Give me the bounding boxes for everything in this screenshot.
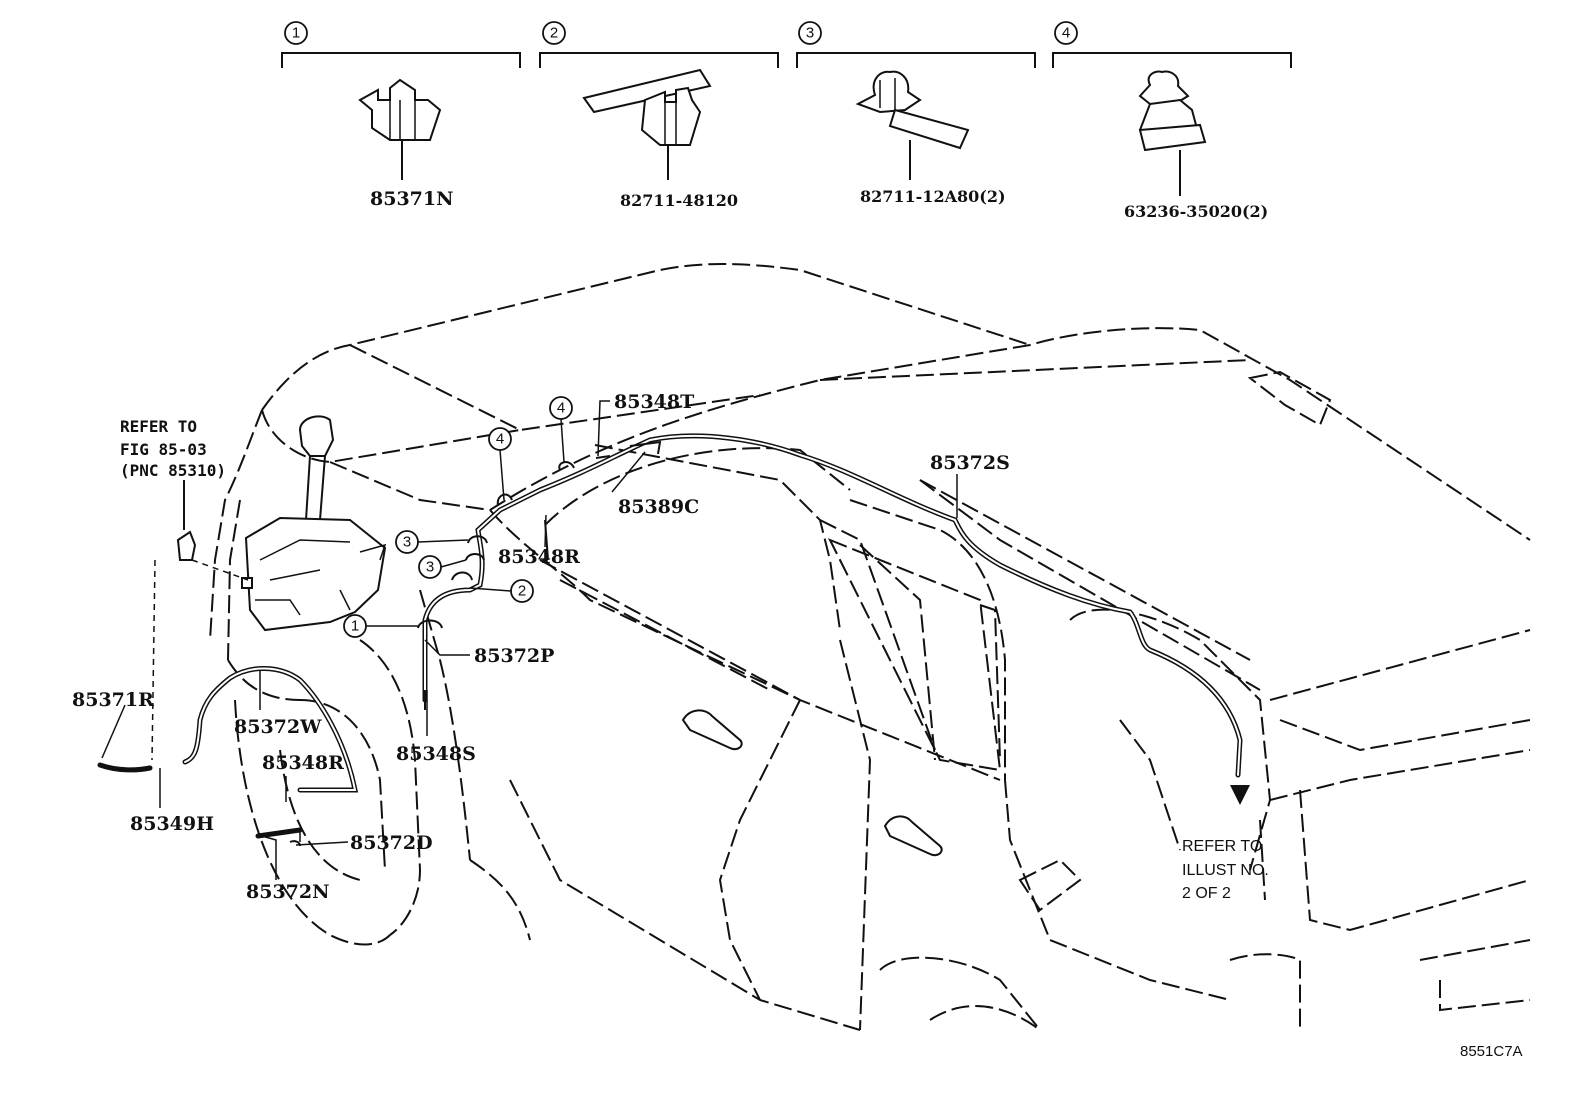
clip-82711-12A80-icon [855, 70, 970, 180]
washer-hose-rear [417, 433, 1243, 778]
svg-text:REFER TO: REFER TO [120, 417, 197, 436]
svg-text:1: 1 [351, 618, 359, 635]
svg-text:3: 3 [403, 534, 411, 551]
clip-group-1: 1 85371N [281, 21, 521, 210]
leader-lines [101, 400, 958, 880]
svg-text:4: 4 [557, 400, 565, 417]
clip-group-4: 4 63236-35020(2) [1052, 21, 1292, 221]
illust-reference-note: REFER TO ILLUST NO. 2 OF 2 [1182, 838, 1269, 902]
callout-85349H: 85349H [130, 813, 214, 835]
callout-85372S: 85372S [930, 452, 1010, 474]
clip-marker-3b: 3 [418, 555, 467, 579]
svg-text:FIG 85-03: FIG 85-03 [120, 440, 207, 459]
washer-pump-icon [151, 480, 249, 761]
part-label-63236-35020: 63236-35020(2) [1124, 202, 1268, 221]
clip-82711-48120-icon [582, 68, 712, 180]
callout-85348R-top: 85348R [498, 546, 580, 568]
fig-reference-note: REFER TO FIG 85-03 (PNC 85310) [120, 417, 226, 480]
callout-85372D: 85372D [350, 832, 433, 854]
clip-85371N-icon [358, 78, 442, 180]
svg-text:REFER TO: REFER TO [1182, 838, 1262, 855]
washer-tank-icon [241, 415, 387, 632]
part-label-82711-48120: 82711-48120 [620, 191, 738, 210]
clip-marker-3a: 3 [395, 530, 469, 554]
clip-group-2: 2 82711-48120 [539, 21, 779, 210]
svg-text:3: 3 [426, 559, 434, 576]
callout-85348R-low: 85348R [262, 752, 344, 774]
hose-arrow-icon [1230, 785, 1250, 805]
svg-text:4: 4 [496, 431, 504, 448]
clip-index-1: 1 [292, 25, 300, 42]
clip-index-3: 3 [806, 25, 814, 42]
clip-marker-4b: 4 [549, 396, 573, 463]
clip-group-3: 3 82711-12A80(2) [796, 21, 1036, 206]
part-label-82711-12A80: 82711-12A80(2) [860, 187, 1006, 206]
callout-85371R: 85371R [72, 689, 154, 711]
clip-63236-35020-icon [1138, 70, 1207, 196]
callout-85348S: 85348S [396, 743, 476, 765]
svg-text:2 OF 2: 2 OF 2 [1182, 885, 1231, 902]
svg-text:2: 2 [518, 583, 526, 600]
clip-index-4: 4 [1062, 25, 1070, 42]
vehicle-outline [209, 263, 1531, 1031]
clip-marker-1: 1 [343, 614, 418, 638]
illustration-code: 8551C7A [1460, 1043, 1523, 1060]
callout-85372N: 85372N [246, 881, 329, 903]
clip-marker-2: 2 [469, 579, 534, 603]
svg-text:(PNC 85310): (PNC 85310) [120, 461, 226, 480]
clip-index-2: 2 [550, 25, 558, 42]
callout-85348T: 85348T [614, 391, 694, 413]
callout-85389C: 85389C [618, 496, 699, 518]
clip-marker-4a: 4 [488, 427, 512, 501]
callout-85372W: 85372W [234, 716, 322, 738]
washer-hose-front [97, 666, 359, 847]
part-label-85371N: 85371N [370, 188, 453, 210]
callout-85372P: 85372P [474, 645, 554, 667]
svg-text:ILLUST NO.: ILLUST NO. [1182, 862, 1269, 879]
